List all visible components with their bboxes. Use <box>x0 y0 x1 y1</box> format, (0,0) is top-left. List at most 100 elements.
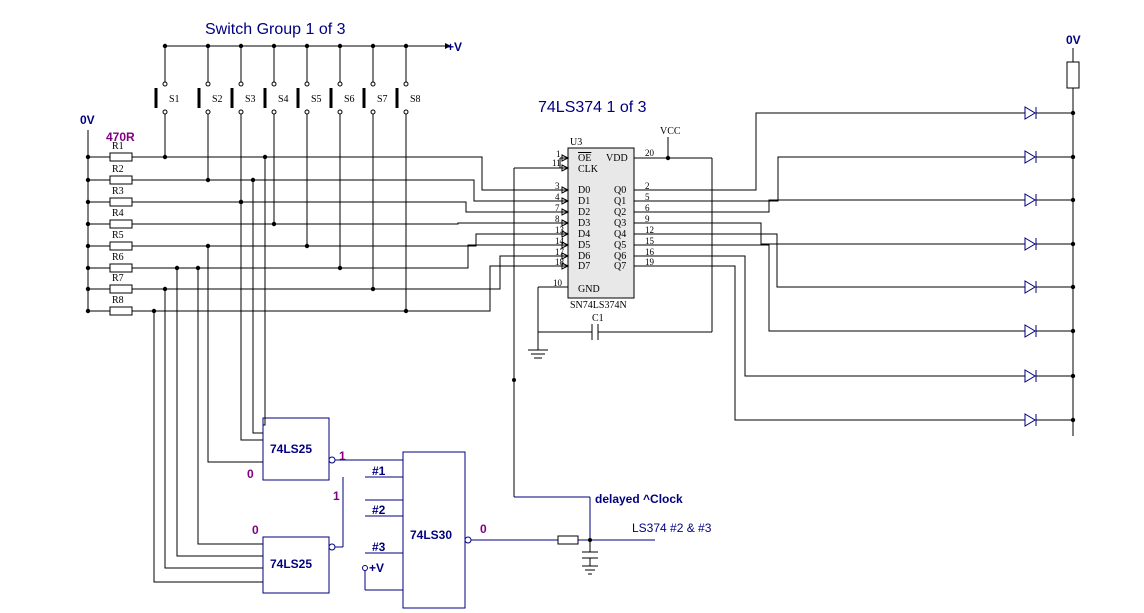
pin-marker <box>561 241 570 249</box>
input-pin: 17 <box>555 247 565 257</box>
nand8: 74LS30 0 #1 #2 #3 +V LS374 #2 & #3 <box>335 451 712 609</box>
switch-label: S4 <box>278 94 289 105</box>
switch-8: S8 <box>395 43 421 314</box>
pin-marker <box>561 252 570 260</box>
nand8-label: 74LS30 <box>410 528 452 542</box>
resistor-6: R6 <box>85 252 133 273</box>
gate-tap-7 <box>151 308 263 583</box>
led-2 <box>634 193 1076 213</box>
output-name: Q2 <box>614 207 626 218</box>
nand8-input-3: #3 <box>372 540 386 554</box>
input-name: D3 <box>578 218 590 229</box>
switch-label: S2 <box>212 94 223 105</box>
output-name: Q4 <box>614 229 626 240</box>
input-net-5 <box>132 244 568 269</box>
switch-7: S7 <box>362 43 388 292</box>
pin-marker <box>561 219 570 227</box>
switch-label: S8 <box>410 94 421 105</box>
switch-label: S5 <box>311 94 322 105</box>
output-pin: 9 <box>645 214 650 224</box>
input-net-6 <box>132 255 568 290</box>
input-net-3 <box>132 222 568 225</box>
switch-group-title: Switch Group 1 of 3 <box>205 21 346 38</box>
switch-2: S2 <box>197 43 223 183</box>
output-name: Q7 <box>614 261 626 272</box>
pin-marker <box>561 262 570 270</box>
plus-v-label: +V <box>447 40 462 54</box>
pin-marker <box>561 197 570 205</box>
switch-array: S1 S2 S3 S4 S5 S6 S7 S8 <box>154 43 421 314</box>
chip-oe-label: OE <box>578 153 591 164</box>
led-6 <box>634 255 1076 383</box>
led-7 <box>634 265 1076 427</box>
switch-3: S3 <box>230 43 256 205</box>
output-name: Q0 <box>614 185 626 196</box>
resistor-5: R5 <box>85 230 133 251</box>
led-0 <box>634 106 1076 191</box>
nand-top-label: 74LS25 <box>270 442 312 456</box>
input-pin: 7 <box>555 203 560 213</box>
resistor-label: R1 <box>112 141 124 152</box>
switch-6: S6 <box>329 43 355 271</box>
nand-top-output-state: 1 <box>339 449 346 463</box>
ls374-next-label: LS374 #2 & #3 <box>632 521 712 535</box>
input-net-0 <box>132 156 568 191</box>
vcc-label: VCC <box>660 126 681 137</box>
resistor-2: R2 <box>85 164 133 185</box>
resistor-7: R7 <box>85 273 133 294</box>
switch-4: S4 <box>263 43 289 227</box>
cap-c1-label: C1 <box>592 313 604 324</box>
resistor-label: R8 <box>112 295 124 306</box>
input-name: D4 <box>578 229 590 240</box>
nand-bottom-input-state: 0 <box>252 523 259 537</box>
chip-clk-label: CLK <box>578 164 599 175</box>
input-name: D7 <box>578 261 590 272</box>
switch-label: S7 <box>377 94 388 105</box>
switch-label: S6 <box>344 94 355 105</box>
output-pin: 16 <box>645 247 655 257</box>
output-pin: 19 <box>645 257 655 267</box>
input-pin: 18 <box>555 257 565 267</box>
input-pin: 13 <box>555 225 565 235</box>
nand8-output-state: 0 <box>480 522 487 536</box>
input-net-2 <box>132 201 568 213</box>
chip-oe-pin: 1 <box>556 149 561 159</box>
output-name: Q3 <box>614 218 626 229</box>
input-net-4 <box>132 233 568 247</box>
input-net-7 <box>132 265 568 312</box>
right-zero-v-label: 0V <box>1066 33 1081 47</box>
chip-clk-pin: 11 <box>552 158 561 168</box>
nand8-input-2: #2 <box>372 503 386 517</box>
input-pin: 14 <box>555 236 565 246</box>
chip-gnd-pin: 10 <box>553 278 563 288</box>
output-pin: 5 <box>645 192 650 202</box>
chip-part: SN74LS374N <box>570 300 627 311</box>
switch-1: S1 <box>154 43 180 160</box>
resistor-1: R1 <box>85 141 133 162</box>
left-zero-v-rail: 0V 470R <box>80 113 135 312</box>
resistor-label: R6 <box>112 252 124 263</box>
input-name: D1 <box>578 196 590 207</box>
gate-tap-2 <box>238 199 263 441</box>
output-name: Q6 <box>614 251 626 262</box>
resistor-label: R3 <box>112 186 124 197</box>
pin-marker <box>561 230 570 238</box>
output-name: Q5 <box>614 240 626 251</box>
led-array <box>634 106 1076 427</box>
output-pin: 6 <box>645 203 650 213</box>
gate-tap-3 <box>205 243 263 463</box>
input-wiring <box>132 156 568 312</box>
led-3 <box>634 222 1076 251</box>
resistor-label: R7 <box>112 273 124 284</box>
chip-group-title: 74LS374 1 of 3 <box>538 99 647 116</box>
resistor-3: R3 <box>85 186 133 207</box>
led-4 <box>634 233 1076 294</box>
input-name: D5 <box>578 240 590 251</box>
gate-input-wiring <box>151 154 268 583</box>
gate-tap-5 <box>174 265 263 557</box>
gate-tap-0 <box>262 154 268 426</box>
nand8-plus-v: +V <box>369 561 384 575</box>
nand8-input-1: #1 <box>372 464 386 478</box>
